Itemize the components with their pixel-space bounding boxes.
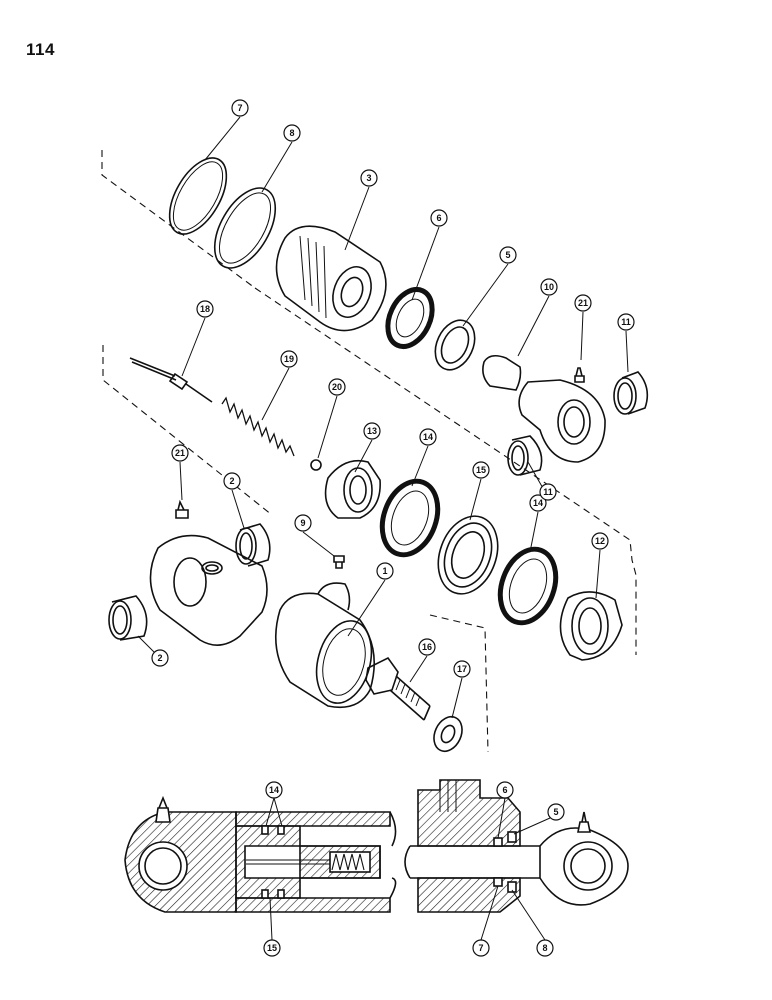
bushing-part-2-bottom [108, 595, 148, 641]
rod-seal-part-5 [434, 319, 476, 371]
svg-text:19: 19 [284, 354, 294, 364]
bushing-part-11-top [613, 371, 649, 415]
callout-16: 16 [418, 638, 436, 656]
svg-text:6: 6 [436, 213, 441, 223]
grease-fitting-part-21-left [175, 499, 189, 519]
svg-text:2: 2 [229, 476, 234, 486]
cylinder-barrel-part-1 [274, 582, 376, 709]
svg-text:21: 21 [175, 448, 185, 458]
piston-seal-part-14-b [497, 546, 559, 626]
svg-text:15: 15 [267, 943, 277, 953]
svg-text:20: 20 [332, 382, 342, 392]
svg-text:9: 9 [300, 518, 305, 528]
svg-text:14: 14 [533, 498, 543, 508]
callout-15-a: 15 [472, 461, 490, 479]
callout-14-a: 14 [419, 428, 437, 446]
group-outline-lower [102, 345, 489, 753]
grease-fitting-part-21-right [574, 367, 585, 383]
backup-ring-part-8 [213, 187, 277, 269]
svg-text:17: 17 [457, 664, 467, 674]
svg-text:1: 1 [382, 566, 387, 576]
valve-seat-part-13 [324, 459, 381, 519]
svg-text:8: 8 [542, 943, 547, 953]
cylinder-base-end [149, 534, 268, 646]
piston-nut-part-12 [559, 591, 623, 661]
svg-text:16: 16 [422, 642, 432, 652]
callout-15-section: 15 [263, 939, 281, 957]
callout-14-section: 14 [265, 781, 283, 799]
svg-text:3: 3 [366, 173, 371, 183]
callout-14-b: 14 [529, 494, 547, 512]
o-ring-part-7 [168, 157, 228, 235]
callout-2-bottom: 2 [151, 649, 169, 667]
callout-11-bottom: 11 [539, 483, 557, 501]
callout-20: 20 [328, 378, 346, 396]
rod-eye [518, 379, 606, 463]
callout-11-top: 11 [617, 313, 635, 331]
svg-text:5: 5 [553, 807, 558, 817]
callout-12: 12 [591, 532, 609, 550]
svg-text:15: 15 [476, 465, 486, 475]
svg-text:8: 8 [289, 128, 294, 138]
bushing-part-2-top [235, 523, 271, 567]
callout-7-top: 7 [231, 99, 249, 117]
group-outline-upper [101, 150, 637, 655]
svg-text:18: 18 [200, 304, 210, 314]
callout-1: 1 [376, 562, 394, 580]
callout-19: 19 [280, 350, 298, 368]
callout-5-top: 5 [499, 246, 517, 264]
callout-13: 13 [363, 422, 381, 440]
callout-18: 18 [196, 300, 214, 318]
svg-text:5: 5 [505, 250, 510, 260]
svg-text:6: 6 [502, 785, 507, 795]
head-gland-part-3 [275, 225, 387, 332]
bushing-part-11-bottom [507, 435, 543, 476]
callout-5-section: 5 [547, 803, 565, 821]
check-ball-part-20 [310, 459, 322, 471]
svg-text:11: 11 [543, 487, 553, 497]
svg-text:14: 14 [423, 432, 433, 442]
svg-text:14: 14 [269, 785, 279, 795]
spring-part-19 [221, 396, 295, 457]
callout-6-section: 6 [496, 781, 514, 799]
callout-8-top: 8 [283, 124, 301, 142]
washer-part-17 [433, 715, 463, 753]
callout-21-left: 21 [171, 444, 189, 462]
svg-text:7: 7 [237, 103, 242, 113]
svg-text:7: 7 [478, 943, 483, 953]
piston-rod-part-10 [482, 354, 522, 391]
svg-text:13: 13 [367, 426, 377, 436]
svg-text:21: 21 [578, 298, 588, 308]
callout-9: 9 [294, 514, 312, 532]
bolt-part-16 [365, 656, 431, 721]
callouts: 7 8 3 6 5 10 21 11 18 19 20 13 14 15 14 … [151, 99, 635, 957]
page-number: 114 [26, 40, 55, 59]
callout-2-top: 2 [223, 472, 241, 490]
callout-21-right: 21 [574, 294, 592, 312]
piston-part-15 [437, 515, 499, 595]
callout-8-section: 8 [536, 939, 554, 957]
check-valve-pin-part-18 [129, 357, 213, 403]
set-screw-part-9 [333, 555, 345, 569]
svg-text:12: 12 [595, 536, 605, 546]
leader-lines [137, 116, 629, 941]
callout-7-section: 7 [472, 939, 490, 957]
svg-text:2: 2 [157, 653, 162, 663]
callout-3: 3 [360, 169, 378, 187]
assembled-cross-section [124, 779, 629, 913]
piston-seal-part-14-a [379, 478, 441, 558]
callout-17: 17 [453, 660, 471, 678]
svg-text:11: 11 [621, 317, 631, 327]
callout-6-top: 6 [430, 209, 448, 227]
wiper-seal-part-6 [385, 287, 435, 349]
svg-text:10: 10 [544, 282, 554, 292]
callout-10: 10 [540, 278, 558, 296]
